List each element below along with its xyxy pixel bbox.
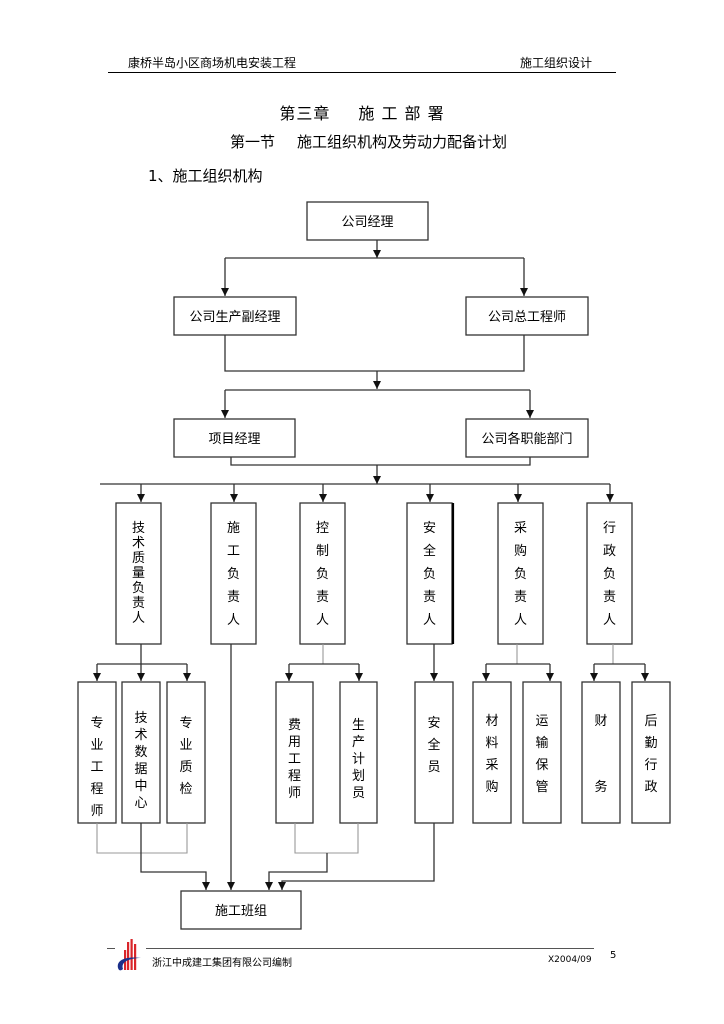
box-departments (465, 418, 589, 458)
chapter-number: 第三章 (279, 104, 331, 123)
box-planner (339, 681, 378, 824)
box-tech-data-center-label: 技术数据中心 (134, 711, 147, 811)
box-spec-engineer (77, 681, 117, 824)
footer-date: X2004/09 (548, 955, 592, 965)
box-departments-label: 公司各职能部门 (481, 431, 572, 447)
arrow-head-icon (520, 288, 528, 296)
box-deputy-manager-label: 公司生产副经理 (189, 310, 280, 325)
section-title: 施工组织机构及劳动力配备计划 (297, 133, 508, 151)
box-project-manager (173, 418, 296, 458)
box-spec-qc-label: 专业质检 (179, 716, 192, 797)
box-project-manager-label: 项目经理 (208, 432, 260, 447)
box-finance-label: 财务 (594, 714, 607, 795)
arrow-head-icon (202, 882, 210, 890)
box-admin-lead (586, 502, 633, 645)
page-number: 5 (610, 950, 617, 961)
box-tech-quality-lead (115, 502, 162, 645)
box-safety-officer (414, 681, 454, 824)
arrow-head-icon (285, 673, 293, 681)
box-work-team-label: 施工班组 (215, 904, 267, 919)
arrow-head-icon (373, 381, 381, 389)
arrow-head-icon (526, 410, 534, 418)
box-general-manager-label: 公司经理 (341, 215, 393, 230)
box-chief-engineer (465, 296, 589, 336)
box-cost-engineer-label: 费用工程师 (288, 718, 301, 801)
arrow-head-icon (430, 673, 438, 681)
arrow-head-icon (373, 250, 381, 258)
arrow-head-icon (482, 673, 490, 681)
section-heading: 第一节 施工组织机构及劳动力配备计划 (230, 131, 507, 152)
arrow-head-icon (514, 494, 522, 502)
box-construction-lead (210, 502, 257, 645)
box-safety-officer-label: 安全员 (427, 716, 440, 775)
arrow-head-icon (278, 882, 286, 890)
box-tech-data-center (121, 681, 161, 824)
arrow-head-icon (319, 494, 327, 502)
footer-dash (107, 948, 115, 949)
box-finance (581, 681, 621, 824)
arrow-head-icon (590, 673, 598, 681)
arrow-head-icon (606, 494, 614, 502)
box-spec-engineer-label: 专业工程师 (90, 716, 103, 819)
connector-line (230, 457, 531, 466)
box-deputy-manager (173, 296, 297, 336)
subsection-heading: 1、施工组织机构 (148, 167, 263, 185)
footer-rule (146, 948, 594, 949)
box-cost-engineer (275, 681, 314, 824)
box-chief-engineer-label: 公司总工程师 (488, 310, 566, 325)
box-control-lead-label: 控制负责人 (316, 521, 329, 628)
box-transport-storage (522, 681, 562, 824)
arrow-head-icon (426, 494, 434, 502)
box-work-team (180, 890, 302, 930)
arrow-head-icon (265, 882, 273, 890)
arrow-head-icon (137, 494, 145, 502)
connector-line (96, 823, 188, 854)
header-doc-type: 施工组织设计 (519, 56, 592, 70)
section-number: 第一节 (230, 133, 276, 151)
box-construction-lead-label: 施工负责人 (227, 521, 240, 628)
box-safety-lead-label: 安全负责人 (423, 521, 436, 628)
arrow-head-icon (183, 673, 191, 681)
arrow-head-icon (546, 673, 554, 681)
chapter-title: 施 工 部 署 (358, 104, 445, 123)
box-material-purchase-label: 材料采购 (485, 714, 498, 795)
box-procurement-lead (497, 502, 544, 645)
connector-line (268, 853, 328, 890)
chapter-heading: 第三章 施 工 部 署 (0, 100, 724, 124)
box-tech-quality-lead-label: 技术质量负责人 (132, 521, 145, 626)
box-logistics-admin (631, 681, 671, 824)
box-general-manager (306, 201, 429, 241)
box-safety-lead (406, 502, 453, 645)
box-logistics-admin-label: 后勤行政 (644, 714, 657, 795)
box-material-purchase (472, 681, 512, 824)
connector-line (224, 335, 525, 372)
arrow-head-icon (227, 882, 235, 890)
company-logo-icon (117, 939, 141, 971)
arrow-head-icon (230, 494, 238, 502)
header-rule (108, 72, 616, 73)
box-transport-storage-label: 运输保管 (535, 714, 548, 795)
box-control-lead (299, 502, 346, 645)
box-planner-label: 生产计划员 (352, 718, 365, 801)
header-project-title: 康桥半岛小区商场机电安装工程 (128, 56, 297, 70)
box-procurement-lead-label: 采购负责人 (514, 521, 527, 628)
arrow-head-icon (221, 410, 229, 418)
connector-line (294, 823, 359, 854)
arrow-head-icon (137, 673, 145, 681)
box-spec-qc (166, 681, 206, 824)
arrow-head-icon (355, 673, 363, 681)
footer-company: 浙江中成建工集团有限公司编制 (152, 958, 292, 969)
arrow-head-icon (373, 476, 381, 484)
arrow-head-icon (93, 673, 101, 681)
box-admin-lead-label: 行政负责人 (603, 521, 616, 628)
arrow-head-icon (641, 673, 649, 681)
arrow-head-icon (221, 288, 229, 296)
connector-line (140, 823, 207, 890)
